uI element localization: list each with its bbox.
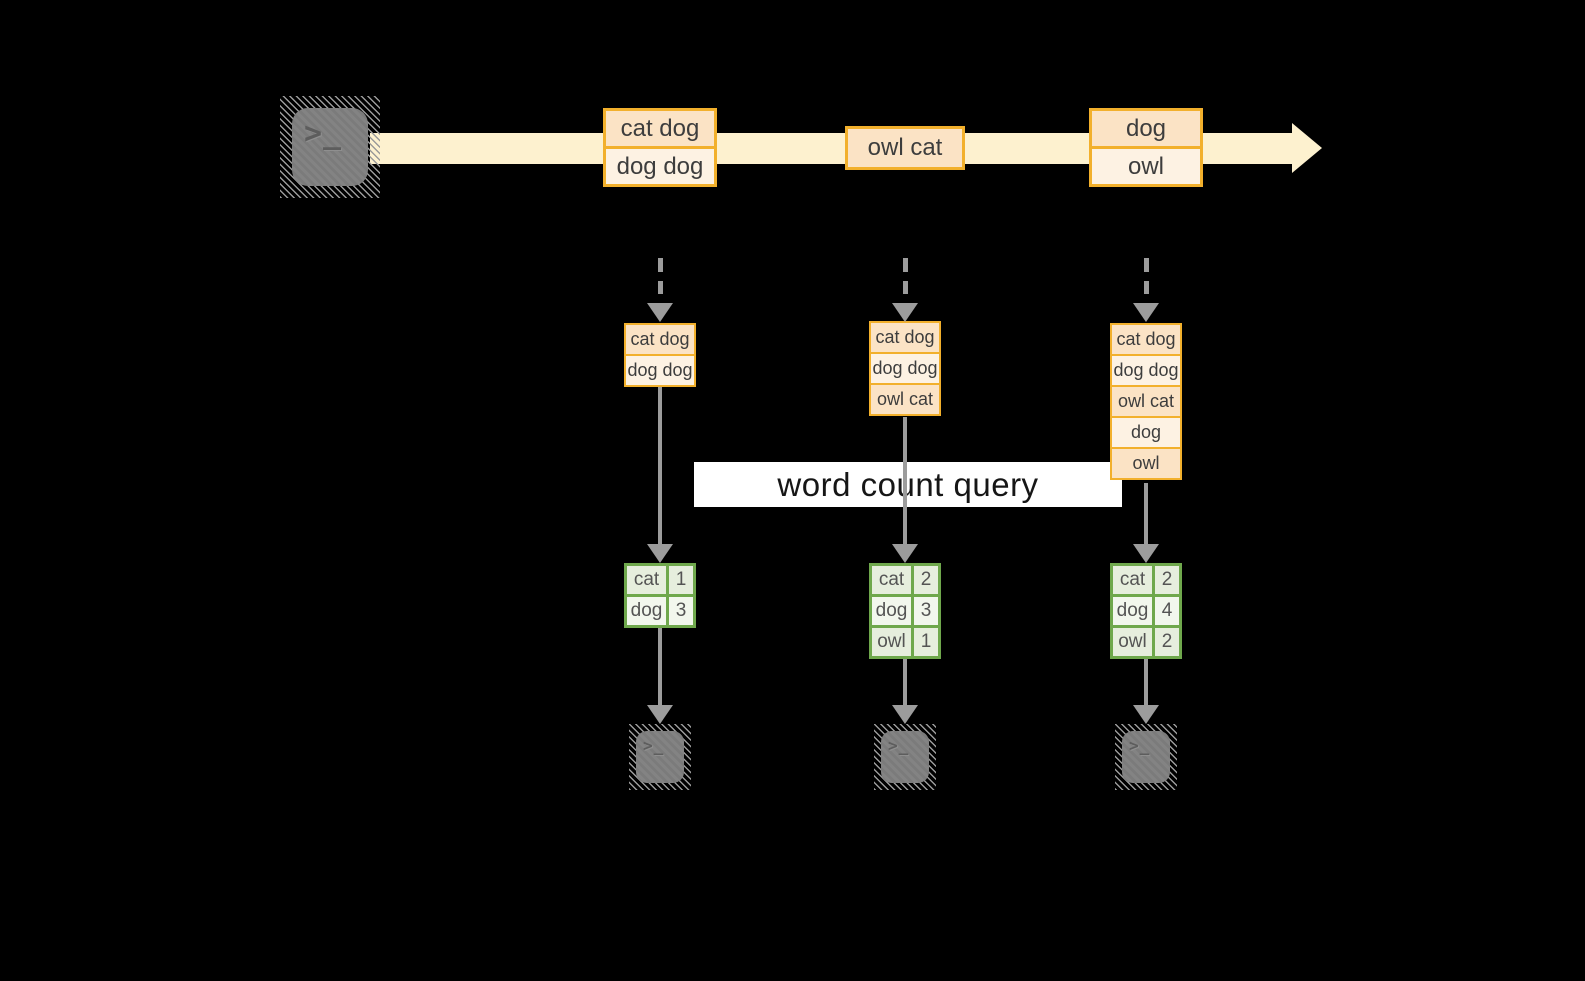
arrowhead-icon: [647, 303, 673, 322]
arrow-shaft: [658, 628, 662, 705]
arrow-dash: [657, 280, 663, 294]
terminal-icon: >_: [280, 96, 380, 198]
arrow-shaft: [903, 417, 907, 544]
arrow-dash: [1143, 258, 1149, 272]
terminal-prompt-glyph: >_: [1129, 736, 1151, 755]
query-arrow: [892, 417, 918, 563]
buffer-record: cat dog: [626, 325, 694, 354]
count-value: 4: [1155, 597, 1179, 625]
output-arrow: [1133, 659, 1159, 724]
buffer-record: dog dog: [1112, 356, 1180, 385]
buffer-stack-2: cat dog dog dog owl cat: [869, 321, 941, 416]
count-value: 2: [914, 566, 938, 594]
count-value: 1: [914, 628, 938, 656]
arrowhead-icon: [892, 544, 918, 563]
count-table-2: cat 2 dog 3 owl 1: [869, 563, 941, 659]
count-table-3: cat 2 dog 4 owl 2: [1110, 563, 1182, 659]
stream-record: dog: [1092, 111, 1200, 146]
output-arrow: [892, 659, 918, 724]
dashed-arrow-icon: [647, 258, 673, 322]
arrow-shaft: [903, 659, 907, 705]
stream-arrowhead-icon: [1292, 123, 1322, 173]
arrowhead-icon: [892, 705, 918, 724]
buffer-record: owl cat: [871, 385, 939, 414]
buffer-stack-3: cat dog dog dog owl cat dog owl: [1110, 323, 1182, 480]
count-value: 2: [1155, 628, 1179, 656]
count-word: dog: [1113, 597, 1152, 625]
stream-event-2: owl cat: [845, 126, 965, 170]
arrowhead-icon: [1133, 303, 1159, 322]
count-value: 1: [669, 566, 693, 594]
terminal-icon-body: >_: [636, 731, 684, 783]
count-word: dog: [872, 597, 911, 625]
count-word: cat: [1113, 566, 1152, 594]
buffer-record: owl cat: [1112, 387, 1180, 416]
arrowhead-icon: [892, 303, 918, 322]
stream-event-3: dog owl: [1089, 108, 1203, 187]
count-word: owl: [1113, 628, 1152, 656]
terminal-icon: >_: [629, 724, 691, 790]
buffer-record: dog: [1112, 418, 1180, 447]
arrow-shaft: [658, 387, 662, 544]
stream-record: dog dog: [606, 149, 714, 184]
stream-event-1: cat dog dog dog: [603, 108, 717, 187]
terminal-icon-body: >_: [1122, 731, 1170, 783]
terminal-icon: >_: [874, 724, 936, 790]
terminal-prompt-glyph: >_: [888, 736, 910, 755]
count-value: 3: [914, 597, 938, 625]
arrowhead-icon: [647, 705, 673, 724]
stream-record: owl: [1092, 149, 1200, 184]
arrowhead-icon: [1133, 544, 1159, 563]
query-arrow: [647, 387, 673, 563]
count-word: owl: [872, 628, 911, 656]
arrow-dash: [657, 258, 663, 272]
query-banner: word count query: [694, 462, 1122, 507]
count-value: 2: [1155, 566, 1179, 594]
stream-record: owl cat: [848, 129, 962, 167]
count-table-1: cat 1 dog 3: [624, 563, 696, 628]
count-word: dog: [627, 597, 666, 625]
terminal-icon-body: >_: [881, 731, 929, 783]
dashed-arrow-icon: [892, 258, 918, 322]
count-value: 3: [669, 597, 693, 625]
dashed-arrow-icon: [1133, 258, 1159, 322]
buffer-record: owl: [1112, 449, 1180, 478]
terminal-prompt-glyph: >_: [643, 736, 665, 755]
terminal-icon-body: >_: [292, 108, 368, 186]
terminal-prompt-glyph: >_: [304, 116, 343, 151]
buffer-record: dog dog: [871, 354, 939, 383]
count-word: cat: [627, 566, 666, 594]
arrow-dash: [1143, 280, 1149, 294]
arrow-dash: [902, 280, 908, 294]
query-arrow: [1133, 483, 1159, 563]
terminal-icon: >_: [1115, 724, 1177, 790]
count-word: cat: [872, 566, 911, 594]
stream-record: cat dog: [606, 111, 714, 146]
arrow-dash: [902, 258, 908, 272]
arrowhead-icon: [1133, 705, 1159, 724]
output-arrow: [647, 628, 673, 724]
buffer-record: cat dog: [871, 323, 939, 352]
arrowhead-icon: [647, 544, 673, 563]
buffer-record: dog dog: [626, 356, 694, 385]
arrow-shaft: [1144, 483, 1148, 544]
buffer-record: cat dog: [1112, 325, 1180, 354]
buffer-stack-1: cat dog dog dog: [624, 323, 696, 387]
arrow-shaft: [1144, 659, 1148, 705]
